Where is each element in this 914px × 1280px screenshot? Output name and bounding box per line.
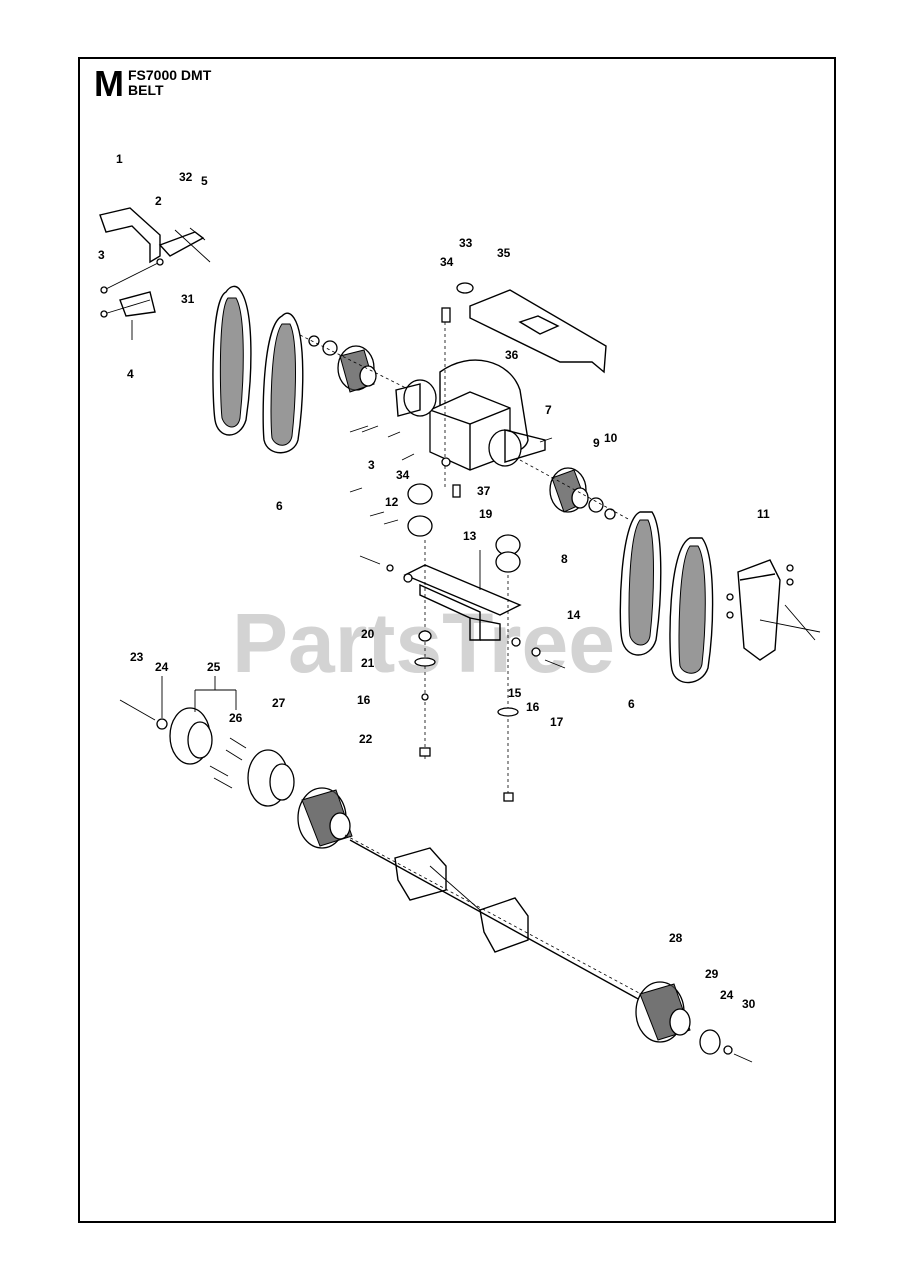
callout-30: 30 (742, 997, 756, 1011)
top-cover-plate (456, 282, 607, 374)
callout-3-left: 3 (98, 248, 105, 262)
callout-37: 37 (477, 484, 491, 498)
callout-36: 36 (505, 348, 519, 362)
callout-6-left: 6 (276, 499, 283, 513)
callout-labels: 1 32 5 2 3 31 4 33 34 35 36 7 9 10 3 34 … (98, 152, 770, 1011)
callout-33: 33 (459, 236, 473, 250)
drive-axle (344, 834, 681, 1016)
callout-15: 15 (508, 686, 522, 700)
callout-14: 14 (567, 608, 581, 622)
lower-left-drive-pulley (297, 787, 353, 849)
callout-24-left: 24 (155, 660, 169, 674)
upper-left-pulley (299, 334, 421, 396)
callout-5: 5 (201, 174, 208, 188)
callout-29: 29 (705, 967, 719, 981)
callout-21: 21 (361, 656, 375, 670)
callout-7: 7 (545, 403, 552, 417)
lower-right-drive-pulley (635, 981, 753, 1063)
callout-24-right: 24 (720, 988, 734, 1002)
callout-34-center: 34 (396, 468, 410, 482)
callout-13: 13 (463, 529, 477, 543)
callout-28: 28 (669, 931, 683, 945)
callout-27: 27 (272, 696, 286, 710)
section-letter: M (94, 63, 124, 104)
callout-16-left: 16 (357, 693, 371, 707)
belt-right-inner (669, 537, 714, 684)
callout-6-right: 6 (628, 697, 635, 711)
callout-19: 19 (479, 507, 493, 521)
callout-12: 12 (385, 495, 399, 509)
callout-31: 31 (181, 292, 195, 306)
drawing-frame (78, 57, 836, 1223)
callout-32: 32 (179, 170, 193, 184)
callout-23: 23 (130, 650, 144, 664)
callout-26: 26 (229, 711, 243, 725)
belt-guard-right (726, 559, 821, 661)
callout-9: 9 (593, 436, 600, 450)
model-title: FS7000 DMT (128, 67, 212, 83)
gearbox-fasteners (349, 425, 553, 583)
callout-34-top: 34 (440, 255, 454, 269)
watermark: PartsTree (232, 596, 615, 690)
upper-right-pulley (519, 459, 631, 521)
callout-8: 8 (561, 552, 568, 566)
belt-right-outer (619, 511, 662, 656)
callout-4: 4 (127, 367, 134, 381)
belt-guide-bracket (99, 207, 211, 340)
callout-22: 22 (359, 732, 373, 746)
belt-left-inner (262, 312, 304, 454)
belt-left-outer (212, 285, 252, 436)
lower-left-hub-assembly (119, 699, 295, 807)
section-title: BELT (128, 82, 164, 98)
callout-1: 1 (116, 152, 123, 166)
callout-25: 25 (207, 660, 221, 674)
callout-25-bracket (161, 676, 237, 718)
tension-arm-assembly (403, 483, 566, 802)
callout-16-right: 16 (526, 700, 540, 714)
callout-10: 10 (604, 431, 618, 445)
callout-20: 20 (361, 627, 375, 641)
callout-11: 11 (757, 507, 770, 521)
callout-17: 17 (550, 715, 564, 729)
gearbox-assembly (395, 307, 546, 498)
callout-2: 2 (155, 194, 162, 208)
callout-3-center: 3 (368, 458, 375, 472)
callout-35: 35 (497, 246, 511, 260)
